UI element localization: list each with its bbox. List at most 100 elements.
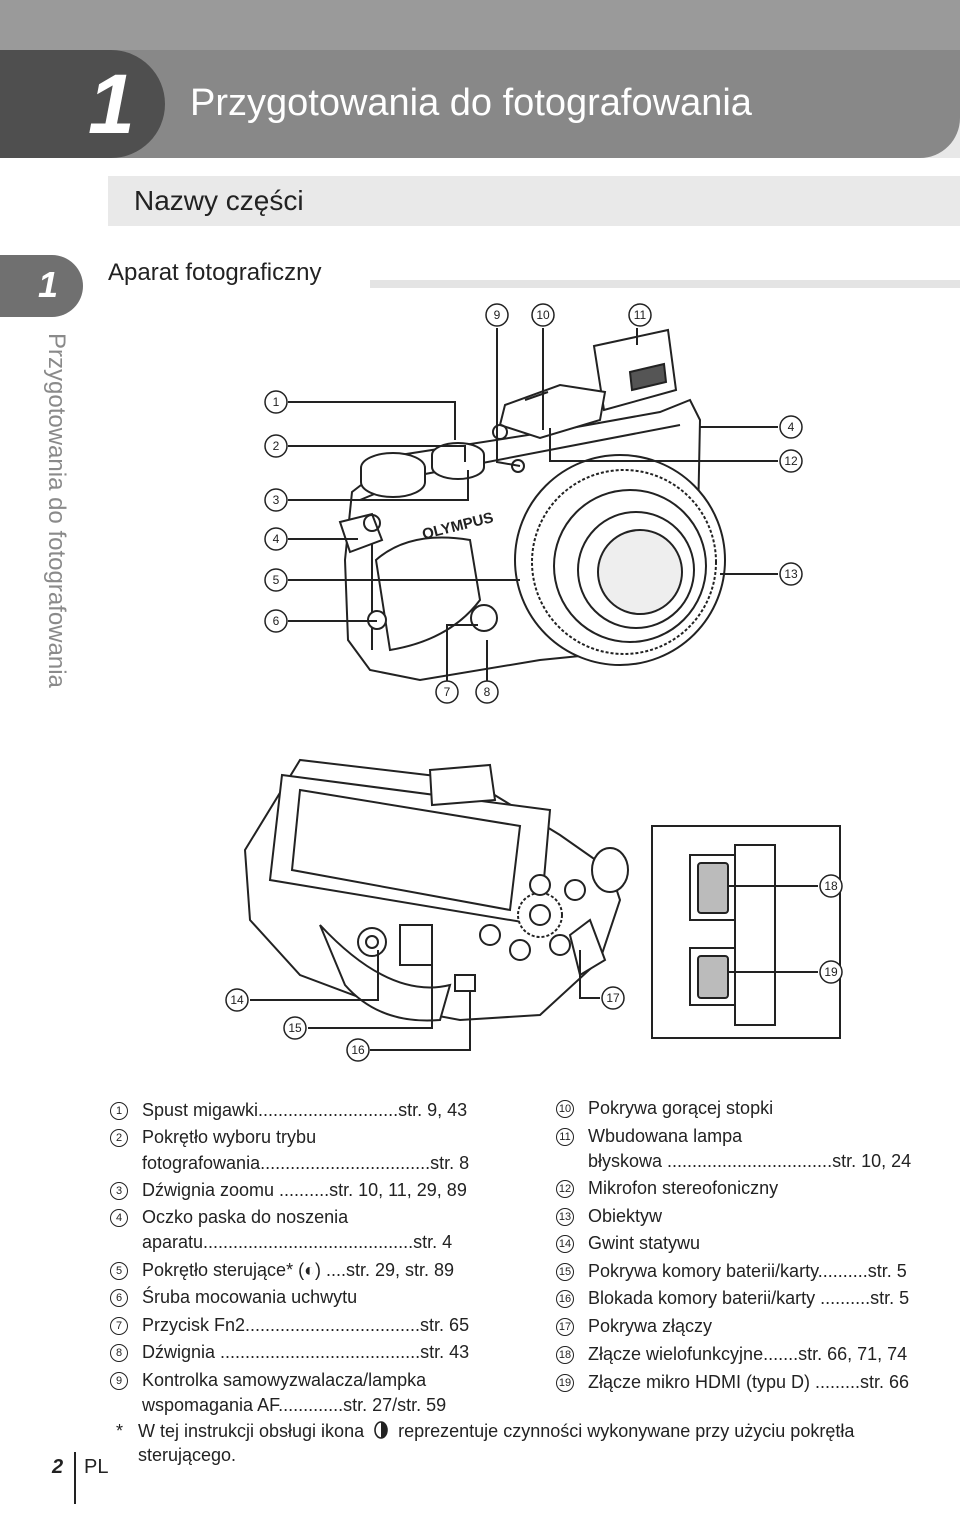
part-item: 1 Spust migawki..........................… [110, 1097, 467, 1124]
footnote-text: W tej instrukcji obsługi ikona [138, 1421, 365, 1441]
connector-inset [651, 825, 841, 1039]
callout-2 [264, 434, 288, 458]
part-item: 14 Gwint statywu [556, 1230, 700, 1257]
part-item: 3 Dźwignia zoomu ..........str. 10, 11, 2… [110, 1177, 467, 1204]
callout-5 [264, 568, 288, 592]
part-text: Pokrywa gorącej stopki [588, 1098, 774, 1118]
part-number: 13 [556, 1208, 574, 1226]
leader-lines [250, 328, 818, 1051]
part-text: Pokrywa komory baterii/karty..........st… [588, 1261, 907, 1281]
callout-1 [264, 390, 288, 414]
callout-10 [531, 303, 555, 327]
footnote-star: * [116, 1421, 124, 1441]
callout-label: 16 [351, 1043, 365, 1057]
side-tab-number: 1 [38, 264, 59, 305]
part-number: 7 [110, 1317, 128, 1335]
part-item-cont: błyskowa ...............................… [588, 1151, 912, 1171]
subsection-title: Aparat fotograficzny [108, 259, 322, 286]
callout-label: 1 [273, 395, 280, 409]
callout-label: 15 [288, 1021, 302, 1035]
callout-11 [628, 303, 652, 327]
part-text: Obiektyw [588, 1206, 663, 1226]
callout-label: 12 [784, 454, 798, 468]
part-item: 12 Mikrofon stereofoniczny [556, 1175, 778, 1202]
part-number: 12 [556, 1180, 574, 1198]
callout-label: 17 [606, 991, 620, 1005]
callout-label: 4 [788, 420, 795, 434]
part-item: 18 Złącze wielofunkcyjne.......str. 66, 7… [556, 1341, 907, 1368]
callout-13 [779, 562, 803, 586]
chapter-number-box [0, 50, 165, 158]
part-item: 10 Pokrywa gorącej stopki [556, 1095, 773, 1122]
subsection-rule [370, 280, 960, 288]
callout-18 [819, 874, 843, 898]
part-text: Pokrętło sterujące* (◐) ....str. 29, str… [142, 1260, 454, 1280]
callout-16 [346, 1038, 370, 1062]
callout-label: 9 [494, 308, 501, 322]
part-number: 11 [556, 1128, 574, 1146]
part-text: Złącze mikro HDMI (typu D) .........str.… [588, 1372, 910, 1392]
part-text: Mikrofon stereofoniczny [588, 1178, 779, 1198]
part-item-cont: wspomagania AF.............str. 27/str. … [142, 1395, 447, 1415]
callout-15 [283, 1016, 307, 1040]
part-number: 10 [556, 1100, 574, 1118]
callout-label: 5 [273, 573, 280, 587]
callout-label: 2 [273, 439, 280, 453]
callout-6 [264, 609, 288, 633]
part-text: Dźwignia zoomu ..........str. 10, 11, 29… [142, 1180, 467, 1200]
callout-7 [435, 680, 459, 704]
part-text: Złącze wielofunkcyjne.......str. 66, 71,… [588, 1344, 908, 1364]
part-number: 8 [110, 1344, 128, 1362]
part-number: 4 [110, 1209, 128, 1227]
callout-label: 3 [273, 493, 280, 507]
footer-divider [74, 1452, 76, 1504]
chapter-number: 1 [88, 57, 135, 151]
callout-markers [225, 303, 843, 1062]
part-number: 14 [556, 1235, 574, 1253]
part-text: Śruba mocowania uchwytu [142, 1287, 358, 1307]
dial-icon [374, 1421, 388, 1439]
camera-front-view: OLYMPUS [338, 328, 726, 682]
part-number: 3 [110, 1182, 128, 1200]
part-text: Pokrętło wyboru trybu [142, 1127, 317, 1147]
callout-3 [264, 488, 288, 512]
camera-illustration: OLYMPUS [225, 303, 843, 1062]
page-number: 2 [52, 1456, 64, 1478]
callout-label: 8 [484, 685, 491, 699]
footnote-text: sterującego. [138, 1445, 237, 1465]
part-item-cont: aparatu.................................… [142, 1232, 453, 1252]
part-number: 18 [556, 1346, 574, 1364]
part-text: Dźwignia ...............................… [142, 1342, 470, 1362]
callout-9 [485, 303, 509, 327]
callout-14 [225, 988, 249, 1012]
part-text: Spust migawki...........................… [142, 1100, 468, 1120]
section-title: Nazwy części [134, 185, 304, 216]
callout-label: 13 [784, 567, 798, 581]
page-language: PL [84, 1456, 109, 1478]
side-tab [0, 255, 83, 317]
part-item-cont: fotografowania..........................… [142, 1153, 470, 1173]
callout-12 [779, 449, 803, 473]
part-text: Kontrolka samowyzwalacza/lampka [142, 1370, 427, 1390]
callout-label: 14 [230, 993, 244, 1007]
part-number: 5 [110, 1262, 128, 1280]
part-text: Oczko paska do noszenia [142, 1207, 349, 1227]
section-bar [108, 176, 960, 226]
callout-4b [779, 415, 803, 439]
part-text: Gwint statywu [588, 1233, 701, 1253]
callout-label: 19 [824, 965, 838, 979]
header-top-strip [0, 0, 960, 50]
part-number: 17 [556, 1318, 574, 1336]
part-item: 5 Pokrętło sterujące* (◐) ....str. 29, st… [110, 1257, 454, 1284]
part-text: Blokada komory baterii/karty ..........s… [588, 1288, 910, 1308]
footnote-text: reprezentuje czynności wykonywane przy u… [398, 1421, 855, 1441]
part-number: 1 [110, 1102, 128, 1120]
callout-label: 10 [536, 308, 550, 322]
